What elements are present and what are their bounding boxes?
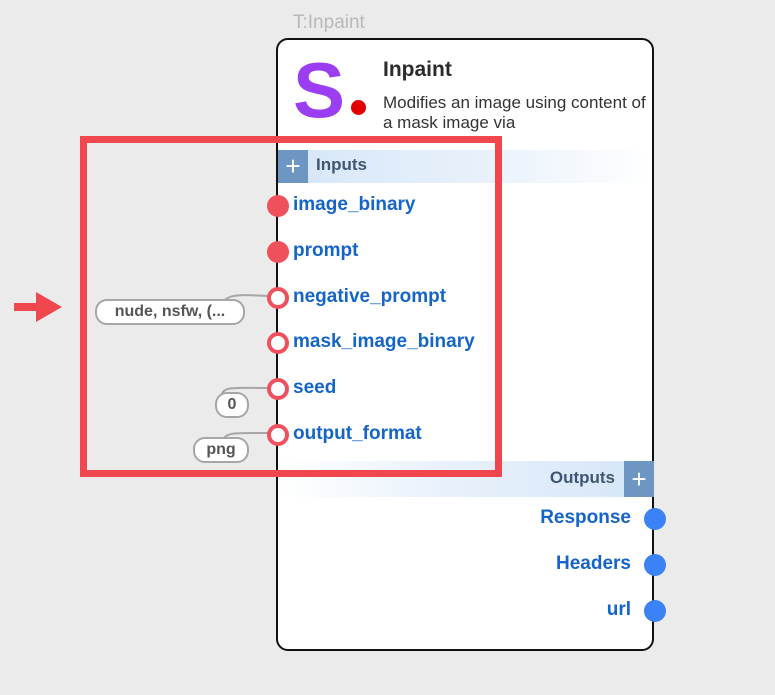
input-port-seed[interactable] — [267, 378, 289, 400]
plus-icon: + — [285, 151, 301, 181]
arrow-right-icon — [14, 292, 62, 322]
input-port-output-format[interactable] — [267, 424, 289, 446]
inputs-section-header — [278, 150, 652, 183]
input-label-image-binary: image_binary — [293, 194, 416, 215]
output-port-response[interactable] — [644, 508, 666, 530]
node-title: Inpaint — [383, 58, 452, 81]
outputs-section-header — [278, 461, 652, 497]
annotation-highlight-box — [80, 136, 502, 477]
input-port-mask-image-binary[interactable] — [267, 332, 289, 354]
outputs-header-label: Outputs — [549, 468, 615, 487]
output-label-response: Response — [540, 507, 631, 528]
input-port-image-binary[interactable] — [267, 195, 289, 217]
node-description: Modifies an image using content of a mas… — [383, 93, 646, 132]
output-format-value-pill[interactable]: png — [193, 437, 249, 463]
input-port-negative-prompt[interactable] — [267, 287, 289, 309]
output-label-headers: Headers — [556, 553, 631, 574]
inputs-header-label: Inputs — [316, 155, 367, 174]
output-label-url: url — [606, 599, 631, 620]
outputs-expand-button[interactable]: + — [624, 461, 654, 497]
plus-icon: + — [631, 464, 647, 494]
output-port-headers[interactable] — [644, 554, 666, 576]
node-type-tag: T:Inpaint — [293, 12, 365, 33]
negative-prompt-value-pill[interactable]: nude, nsfw, (... — [95, 299, 245, 325]
input-label-output-format: output_format — [293, 423, 422, 444]
input-port-prompt[interactable] — [267, 241, 289, 263]
seed-value-pill[interactable]: 0 — [215, 392, 249, 418]
logo-dot-icon — [351, 100, 366, 115]
inputs-expand-button[interactable]: + — [278, 150, 308, 183]
output-port-url[interactable] — [644, 600, 666, 622]
node-logo: S — [293, 46, 346, 134]
input-label-prompt: prompt — [293, 240, 359, 261]
input-label-negative-prompt: negative_prompt — [293, 286, 447, 307]
input-label-seed: seed — [293, 377, 337, 398]
input-label-mask-image-binary: mask_image_binary — [293, 331, 475, 352]
